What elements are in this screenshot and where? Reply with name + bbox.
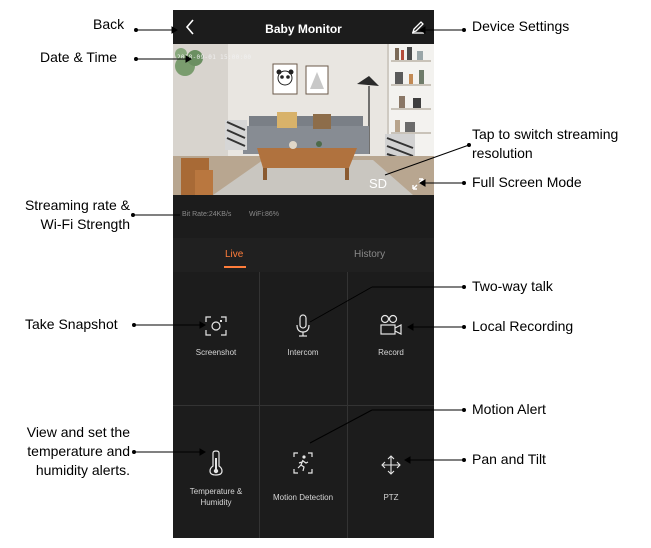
back-button[interactable] bbox=[179, 16, 201, 38]
annotation-motion-alert: Motion Alert bbox=[472, 401, 546, 417]
annotation-view-temp-line3: humidity alerts. bbox=[35, 462, 130, 478]
screenshot-label: Screenshot bbox=[195, 348, 237, 357]
record-button[interactable]: Record bbox=[348, 272, 434, 404]
phone-screen: Baby Monitor bbox=[173, 10, 434, 538]
annotation-local-recording: Local Recording bbox=[472, 318, 574, 334]
app-header: Baby Monitor bbox=[173, 10, 434, 44]
move-arrows-icon bbox=[381, 455, 401, 475]
annotation-streaming-rate-line1: Streaming rate & bbox=[24, 197, 130, 213]
resolution-toggle-button[interactable]: SD bbox=[369, 176, 388, 191]
annotation-back: Back bbox=[93, 16, 125, 32]
bit-rate-text: Bit Rate:24KB/s bbox=[182, 211, 232, 218]
intercom-button[interactable]: Intercom bbox=[260, 272, 346, 404]
wifi-strength-text: WiFi:86% bbox=[249, 211, 279, 218]
ptz-button[interactable]: PTZ bbox=[348, 406, 434, 538]
live-video-feed[interactable]: 2018-09-01 15:00:00 SD bbox=[173, 44, 434, 195]
page-title: Baby Monitor bbox=[265, 22, 342, 36]
screenshot-button[interactable]: Screenshot bbox=[173, 272, 259, 404]
annotation-date-time: Date & Time bbox=[40, 49, 118, 65]
temperature-humidity-label-line2: Humidity bbox=[200, 498, 232, 507]
annotation-streaming-rate-line2: Wi-Fi Strength bbox=[40, 216, 130, 232]
running-person-icon bbox=[293, 452, 313, 474]
annotation-tap-resolution-line2: resolution bbox=[472, 145, 533, 161]
annotation-take-snapshot: Take Snapshot bbox=[25, 316, 118, 332]
chevron-left-icon bbox=[185, 19, 194, 35]
annotation-pan-tilt: Pan and Tilt bbox=[472, 451, 546, 467]
function-grid: Screenshot Intercom Record bbox=[173, 272, 434, 538]
camera-icon bbox=[205, 316, 227, 336]
motion-detection-label: Motion Detection bbox=[272, 493, 334, 502]
stream-info-bar: Bit Rate:24KB/s WiFi:86% bbox=[173, 205, 434, 231]
active-tab-indicator bbox=[224, 266, 246, 268]
temperature-humidity-label-line1: Temperature & bbox=[189, 487, 243, 496]
device-settings-button[interactable] bbox=[408, 17, 428, 37]
pencil-icon bbox=[411, 21, 424, 34]
annotation-view-temp-line2: temperature and bbox=[27, 443, 130, 459]
ptz-label: PTZ bbox=[383, 493, 399, 502]
date-time-overlay: 2018-09-01 15:00:00 bbox=[177, 54, 252, 61]
annotation-full-screen: Full Screen Mode bbox=[472, 174, 582, 190]
video-camera-icon bbox=[380, 314, 402, 335]
annotation-two-way-talk: Two-way talk bbox=[472, 278, 553, 294]
annotation-view-temp-line1: View and set the bbox=[26, 424, 130, 440]
living-room-image bbox=[173, 44, 434, 195]
temperature-humidity-button[interactable]: Temperature & Humidity bbox=[173, 406, 259, 538]
annotation-device-settings: Device Settings bbox=[472, 18, 570, 34]
microphone-icon bbox=[296, 314, 310, 337]
tab-live[interactable]: Live bbox=[225, 249, 244, 260]
motion-detection-button[interactable]: Motion Detection bbox=[260, 406, 346, 538]
view-tabs: Live History bbox=[173, 238, 434, 272]
intercom-label: Intercom bbox=[287, 348, 319, 357]
grid-divider bbox=[173, 405, 434, 406]
record-label: Record bbox=[378, 348, 404, 357]
thermometer-icon bbox=[209, 450, 223, 476]
annotation-tap-resolution-line1: Tap to switch streaming bbox=[472, 126, 619, 142]
tab-history[interactable]: History bbox=[354, 249, 386, 260]
